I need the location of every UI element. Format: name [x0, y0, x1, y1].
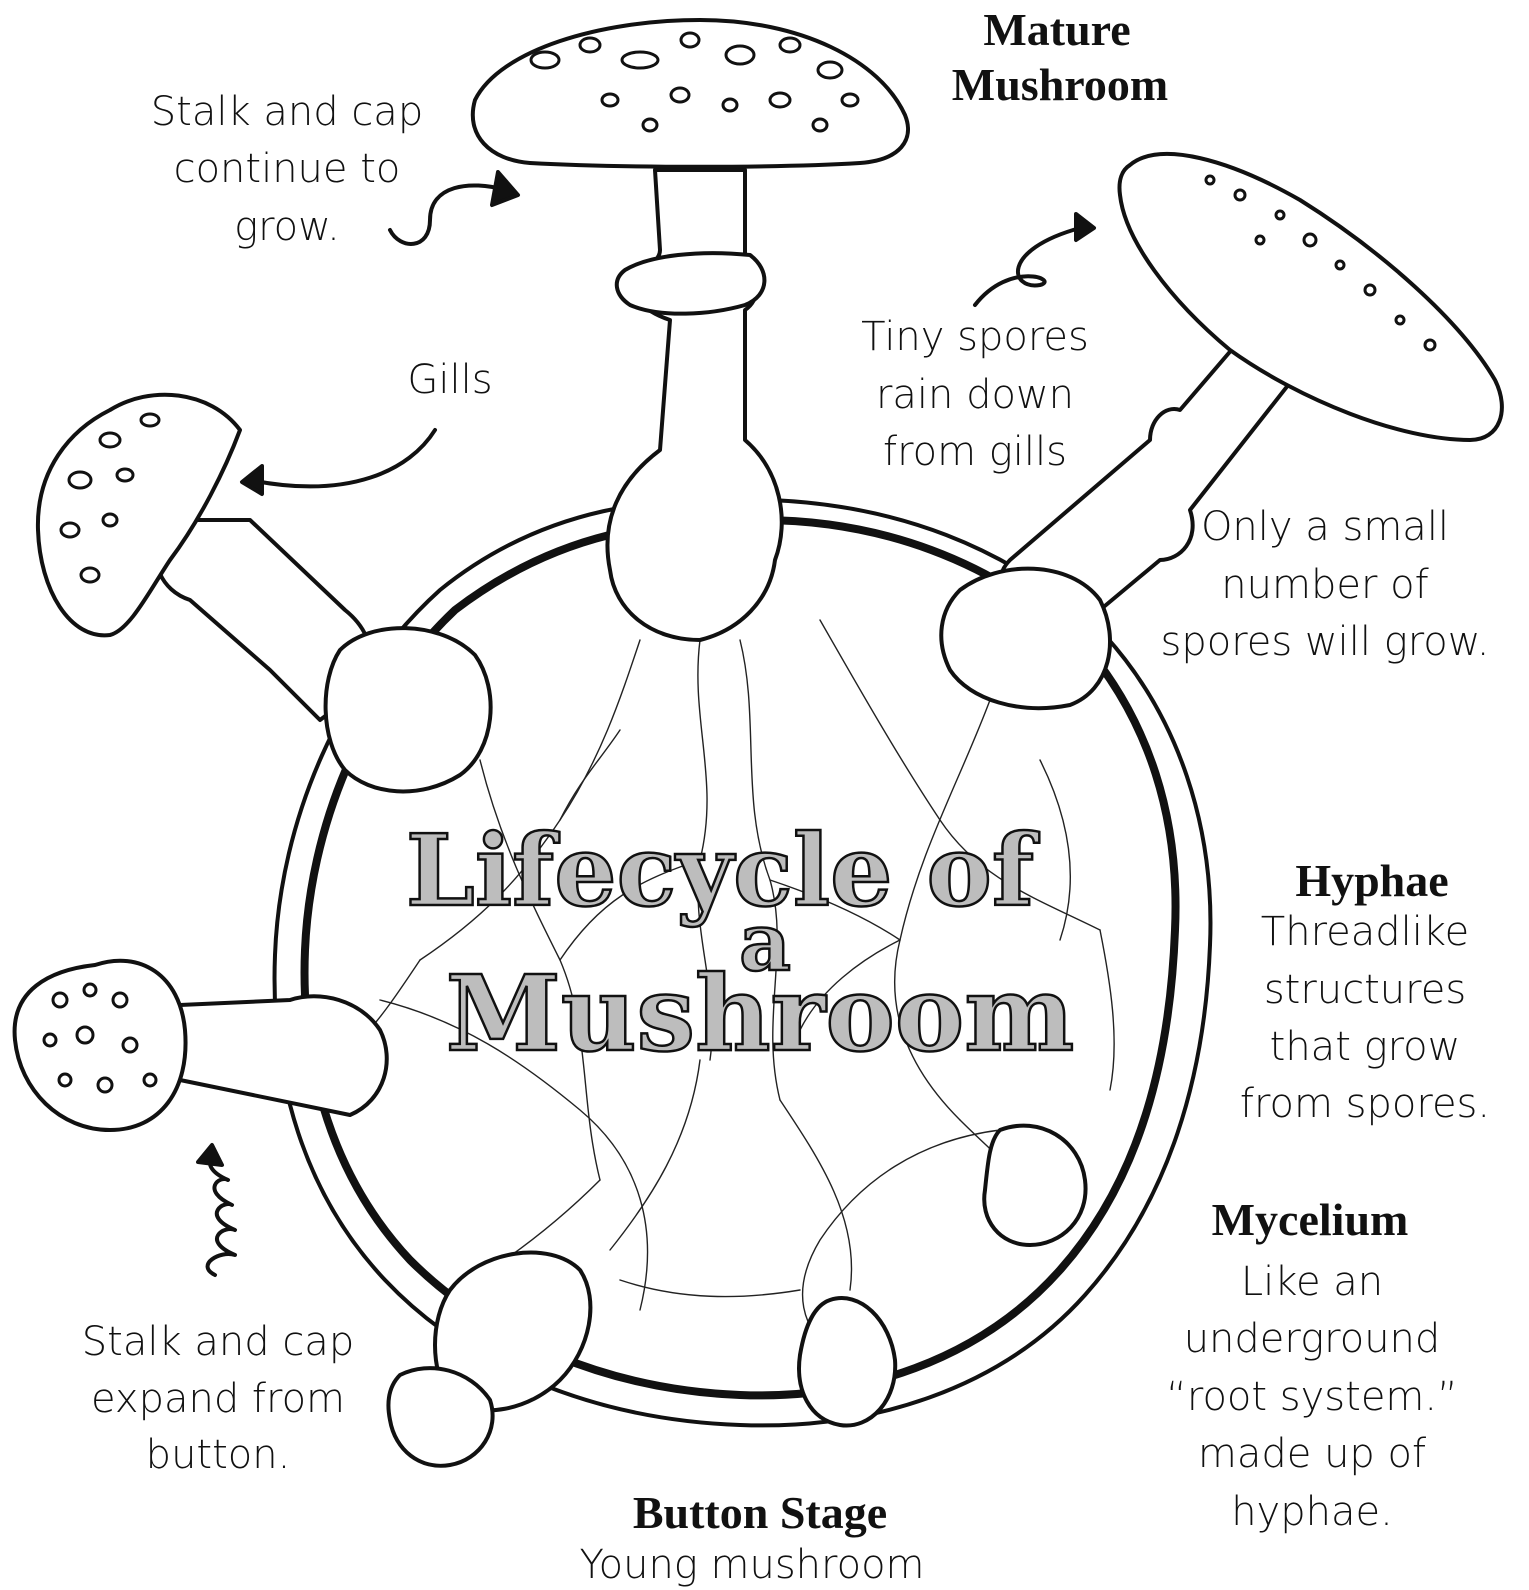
- button-mushroom-cap: [388, 1368, 492, 1466]
- stalk-cap-grow-line-1: Stalk and cap: [151, 89, 423, 135]
- tiny-spores-line-3: from gills: [883, 429, 1067, 475]
- title-line-3: Mushroom: [446, 952, 1074, 1075]
- stalk-cap-grow-line-3: grow.: [234, 204, 340, 250]
- small-number-line-3: spores will grow.: [1160, 619, 1489, 665]
- gills-mushroom-base: [326, 628, 491, 791]
- hyphae-desc-line-1: Threadlike: [1261, 909, 1469, 955]
- gills-label: Gills: [407, 357, 492, 403]
- mature-ring: [617, 253, 765, 314]
- expanding-stalk: [180, 996, 387, 1115]
- hyphae-heading: Hyphae: [1295, 855, 1448, 906]
- title-line-1: Lifecycle of: [406, 814, 1040, 929]
- expanding-cap: [15, 961, 186, 1130]
- stalk-cap-expand-line-1: Stalk and cap: [82, 1319, 354, 1365]
- tiny-spores-line-1: Tiny spores: [861, 314, 1089, 360]
- spore-mushroom-base: [941, 569, 1110, 708]
- spore-mushroom-cap: [1119, 154, 1501, 440]
- arrow-spores: [975, 228, 1080, 305]
- mycelium-desc-line-5: hyphae.: [1231, 1489, 1393, 1535]
- mycelium-heading: Mycelium: [1212, 1194, 1409, 1245]
- hyphae-desc-line-2: structures: [1264, 967, 1466, 1013]
- expanding-mushroom: [15, 961, 387, 1130]
- hyphae-desc-line-3: that grow: [1270, 1024, 1461, 1070]
- arrow-expand: [208, 1155, 235, 1275]
- tiny-spores-label: Tiny spores rain down from gills: [861, 314, 1089, 475]
- stalk-cap-expand-line-3: button.: [146, 1432, 291, 1478]
- stalk-cap-grow-label: Stalk and cap continue to grow.: [151, 89, 423, 250]
- mycelium-desc-line-1: Like an: [1241, 1259, 1383, 1305]
- small-number-line-2: number of: [1221, 562, 1428, 608]
- spore-bulb-right: [984, 1126, 1085, 1245]
- button-heading: Button Stage: [633, 1487, 887, 1538]
- small-number-label: Only a small number of spores will grow.: [1160, 504, 1489, 665]
- button-desc: Young mushroom: [580, 1542, 925, 1588]
- diagram-title: Lifecycle of a Mushroom: [406, 814, 1074, 1075]
- small-number-line-1: Only a small: [1201, 504, 1449, 550]
- tiny-spores-line-2: rain down: [876, 372, 1074, 418]
- gills-mushroom: [38, 395, 491, 792]
- stalk-cap-expand-line-2: expand from: [91, 1376, 345, 1422]
- mycelium-desc-line-3: “root system.”: [1166, 1374, 1458, 1420]
- stalk-cap-expand-label: Stalk and cap expand from button.: [82, 1319, 354, 1478]
- button-mushroom-small: [799, 1298, 895, 1425]
- hyphae-label: Hyphae Threadlike structures that grow f…: [1240, 855, 1490, 1127]
- mycelium-label: Mycelium Like an underground “root syste…: [1166, 1194, 1458, 1535]
- mature-stalk: [607, 170, 781, 640]
- mycelium-desc-line-2: underground: [1184, 1316, 1441, 1362]
- arrow-stalk-grow: [390, 185, 505, 243]
- mycelium-desc-line-4: made up of: [1198, 1431, 1426, 1477]
- mature-mushroom: [473, 20, 908, 640]
- stalk-cap-grow-line-2: continue to: [174, 146, 401, 192]
- mature-mushroom-label: Mature Mushroom: [952, 4, 1168, 110]
- hyphae-desc-line-4: from spores.: [1240, 1081, 1490, 1127]
- mature-heading-line-1: Mature: [983, 4, 1130, 55]
- button-stage-label: Button Stage Young mushroom: [580, 1487, 925, 1588]
- arrow-gills: [250, 430, 435, 486]
- mature-heading-line-2: Mushroom: [952, 59, 1168, 110]
